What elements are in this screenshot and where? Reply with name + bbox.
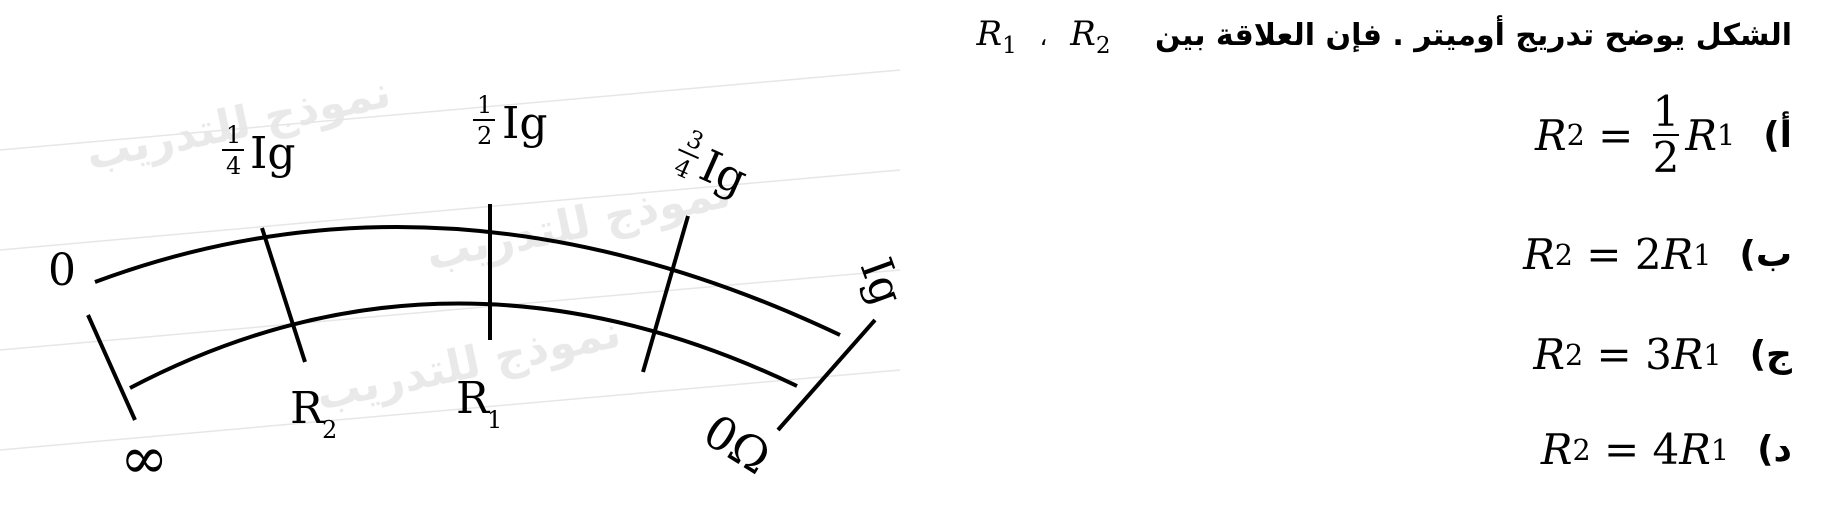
option-c-letter: ج)	[1749, 334, 1792, 375]
three-quarter-fraction-bar	[678, 148, 699, 160]
question-vars: R1 ، R2	[976, 14, 1111, 60]
label-r1: R	[456, 373, 491, 424]
option-d-letter: د)	[1757, 429, 1792, 470]
label-r2-sub: 2	[322, 416, 337, 444]
ohmmeter-scale-figure: نموذج للتدريب نموذج للتدريب نموذج للتدري…	[0, 67, 914, 492]
label-three-quarter-num: 3	[683, 124, 708, 156]
tick-full-current	[776, 318, 877, 432]
label-zero-ohm: 0Ω	[694, 404, 780, 486]
label-half-num: 1	[477, 91, 492, 119]
label-quarter-num: 1	[226, 121, 241, 149]
watermark: نموذج للتدريب نموذج للتدريب نموذج للتدري…	[82, 67, 735, 421]
tick-three-quarter-current	[641, 215, 690, 373]
tick-zero-current	[86, 314, 137, 421]
label-half-unit: Ig	[502, 98, 548, 149]
label-half-den: 2	[477, 122, 492, 150]
tick-quarter-current	[260, 227, 307, 363]
label-full-current: Ig	[850, 251, 914, 311]
label-zero-current: 0	[48, 245, 76, 296]
question-text: الشكل يوضح تدريج أوميتر . فإن العلاقة بي…	[977, 14, 1792, 59]
label-quarter-den: 4	[226, 152, 241, 180]
label-quarter-unit: Ig	[250, 128, 296, 179]
question-arabic: الشكل يوضح تدريج أوميتر . فإن العلاقة بي…	[1154, 18, 1792, 53]
label-r2: R	[290, 383, 325, 434]
watermark-text-1: نموذج للتدريب	[422, 167, 735, 281]
option-a-letter: أ)	[1763, 114, 1792, 156]
option-b-letter: ب)	[1739, 234, 1792, 275]
scale-inner-arc	[129, 301, 798, 390]
label-infinity: ∞	[120, 424, 168, 492]
scale-outer-arc	[94, 225, 841, 337]
watermark-lines	[0, 69, 901, 451]
label-r1-sub: 1	[487, 406, 502, 434]
